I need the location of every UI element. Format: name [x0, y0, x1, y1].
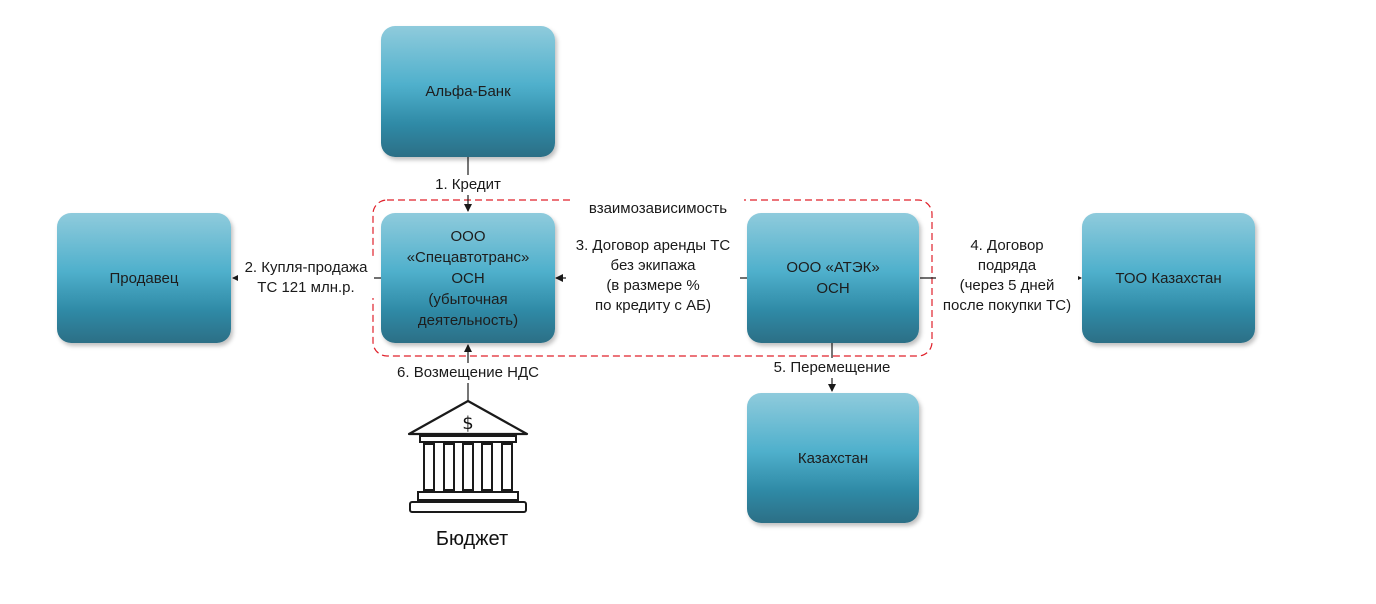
node-atek: ООО «АТЭК» ОСН — [747, 213, 919, 343]
node-seller: Продавец — [57, 213, 231, 343]
label-vat-refund: 6. Возмещение НДС — [384, 363, 552, 383]
label-relocation: 5. Перемещение — [764, 358, 900, 378]
node-kazakhstan: Казахстан — [747, 393, 919, 523]
svg-text:$: $ — [462, 413, 473, 434]
node-budget-label: Бюджет — [435, 528, 509, 550]
label-lease: 3. Договор аренды ТС без экипажа (в разм… — [566, 236, 740, 316]
node-alfa-bank: Альфа-Банк — [381, 26, 555, 157]
node-spetsavtotrans: ООО «Спецавтотранс» ОСН (убыточная деяте… — [381, 213, 555, 343]
label-contract: 4. Договор подряда (через 5 дней после п… — [936, 236, 1078, 316]
bank-building-dollar-icon: $ — [406, 398, 530, 525]
label-purchase: 2. Купля-продажа ТС 121 млн.р. — [238, 258, 374, 298]
label-credit: 1. Кредит — [420, 175, 516, 195]
node-too-kazakhstan: ТОО Казахстан — [1082, 213, 1255, 343]
label-interdependence: взаимозависимость — [572, 199, 744, 219]
